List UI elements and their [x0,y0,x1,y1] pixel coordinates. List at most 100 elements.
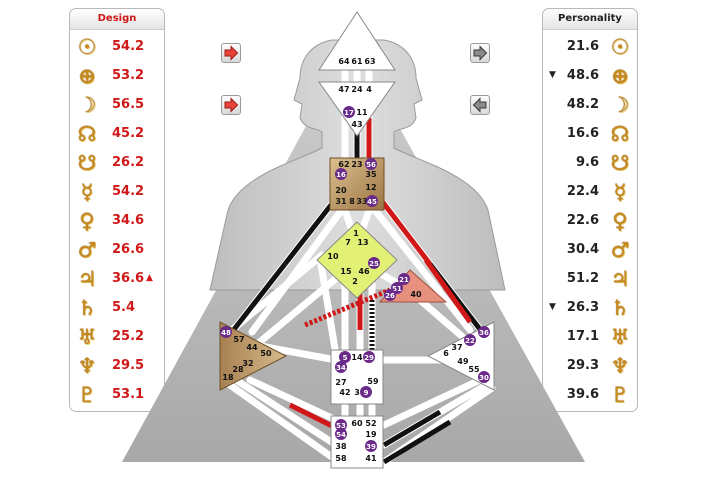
gate-30[interactable]: 30 [479,374,489,382]
gate-57[interactable]: 57 [233,335,244,344]
gate-56[interactable]: 56 [366,161,376,169]
gate-28[interactable]: 28 [232,365,244,374]
gate-61[interactable]: 61 [351,57,363,66]
gate-45[interactable]: 45 [367,198,377,206]
gate-44[interactable]: 44 [246,343,258,352]
gate-64[interactable]: 64 [338,57,350,66]
design-row-neptune[interactable]: ♆29.5 [70,352,166,380]
gate-39[interactable]: 39 [366,443,376,451]
gate-58[interactable]: 58 [335,454,347,463]
personality-row-mars[interactable]: ♂30.4 [543,236,639,264]
personality-row-pluto[interactable]: ♇39.6 [543,381,639,409]
gate-50[interactable]: 50 [260,349,272,358]
gate-33[interactable]: 33 [356,197,367,206]
personality-prev-button[interactable] [470,95,490,115]
design-row-south-node[interactable]: ☋26.2 [70,149,166,177]
design-row-sun[interactable]: ☉54.2 [70,33,166,61]
design-row-uranus[interactable]: ♅25.2 [70,323,166,351]
design-value: 53.1 [112,387,145,402]
personality-row-venus[interactable]: ♀22.6 [543,207,639,235]
gate-9[interactable]: 9 [364,389,369,397]
mercury-icon: ☿ [613,180,627,204]
gate-36[interactable]: 36 [479,329,489,337]
gate-14[interactable]: 14 [351,353,363,362]
gate-3[interactable]: 3 [354,388,360,397]
design-next-button-1[interactable] [221,43,241,63]
gate-62[interactable]: 62 [338,160,349,169]
gate-20[interactable]: 20 [335,186,347,195]
gate-29[interactable]: 29 [364,354,374,362]
gate-54[interactable]: 54 [336,431,346,439]
gate-12[interactable]: 12 [365,183,376,192]
gate-10[interactable]: 10 [327,252,339,261]
gate-16[interactable]: 16 [336,171,346,179]
gate-18[interactable]: 18 [222,373,234,382]
gate-21[interactable]: 21 [399,276,409,284]
design-row-moon[interactable]: ☽56.5 [70,91,166,119]
design-value: 45.2 [112,126,145,141]
gate-34[interactable]: 34 [336,364,346,372]
design-next-button-2[interactable] [221,95,241,115]
personality-row-moon[interactable]: ☽48.2 [543,91,639,119]
personality-row-north-node[interactable]: ☊16.6 [543,120,639,148]
gate-26[interactable]: 26 [385,292,395,300]
gate-41[interactable]: 41 [365,454,377,463]
gate-53[interactable]: 53 [336,422,346,430]
gate-46[interactable]: 46 [358,267,370,276]
design-row-mercury[interactable]: ☿54.2 [70,178,166,206]
gate-31[interactable]: 31 [335,197,347,206]
design-row-saturn[interactable]: ♄5.4 [70,294,166,322]
gate-22[interactable]: 22 [465,337,475,345]
gate-23[interactable]: 23 [351,160,362,169]
personality-row-mercury[interactable]: ☿22.4 [543,178,639,206]
gate-7[interactable]: 7 [345,238,351,247]
personality-row-jupiter[interactable]: ♃51.2 [543,265,639,293]
gate-35[interactable]: 35 [365,170,377,179]
personality-row-saturn[interactable]: ♄26.3▼ [543,294,639,322]
gate-4[interactable]: 4 [366,85,372,94]
gate-40[interactable]: 40 [410,290,422,299]
gate-63[interactable]: 63 [364,57,375,66]
gate-32[interactable]: 32 [242,359,253,368]
personality-row-earth[interactable]: ⊕48.6▼ [543,62,639,90]
gate-8[interactable]: 8 [349,197,355,206]
gate-55[interactable]: 55 [468,365,480,374]
gate-43[interactable]: 43 [351,120,362,129]
gate-37[interactable]: 37 [451,343,462,352]
design-row-jupiter[interactable]: ♃36.6▲ [70,265,166,293]
solar-plexus-center [426,321,495,391]
design-row-earth[interactable]: ⊕53.2 [70,62,166,90]
personality-next-button[interactable] [470,43,490,63]
gate-24[interactable]: 24 [351,85,363,94]
gate-34-marker [335,361,347,373]
design-row-north-node[interactable]: ☊45.2 [70,120,166,148]
gate-17[interactable]: 17 [344,109,354,117]
gate-52[interactable]: 52 [365,419,376,428]
gate-11[interactable]: 11 [356,108,368,117]
gate-42[interactable]: 42 [339,388,350,397]
design-row-mars[interactable]: ♂26.6 [70,236,166,264]
gate-15[interactable]: 15 [340,267,352,276]
design-row-pluto[interactable]: ♇53.1 [70,381,166,409]
gate-49[interactable]: 49 [457,357,469,366]
gate-2[interactable]: 2 [352,277,358,286]
gate-6[interactable]: 6 [443,349,449,358]
gate-51[interactable]: 51 [392,285,402,293]
personality-row-sun[interactable]: ☉21.6 [543,33,639,61]
gate-5[interactable]: 5 [343,354,348,362]
gate-48[interactable]: 48 [221,329,231,337]
gate-19[interactable]: 19 [365,430,377,439]
gate-47[interactable]: 47 [338,85,349,94]
gate-25[interactable]: 25 [369,260,379,268]
personality-row-south-node[interactable]: ☋9.6 [543,149,639,177]
gate-1[interactable]: 1 [353,229,359,238]
gate-27[interactable]: 27 [335,378,346,387]
gate-60[interactable]: 60 [351,419,363,428]
personality-row-neptune[interactable]: ♆29.3 [543,352,639,380]
gate-13[interactable]: 13 [357,238,368,247]
gate-29-marker [363,351,375,363]
design-row-venus[interactable]: ♀34.6 [70,207,166,235]
gate-38[interactable]: 38 [335,442,347,451]
personality-row-uranus[interactable]: ♅17.1 [543,323,639,351]
gate-59[interactable]: 59 [367,377,379,386]
